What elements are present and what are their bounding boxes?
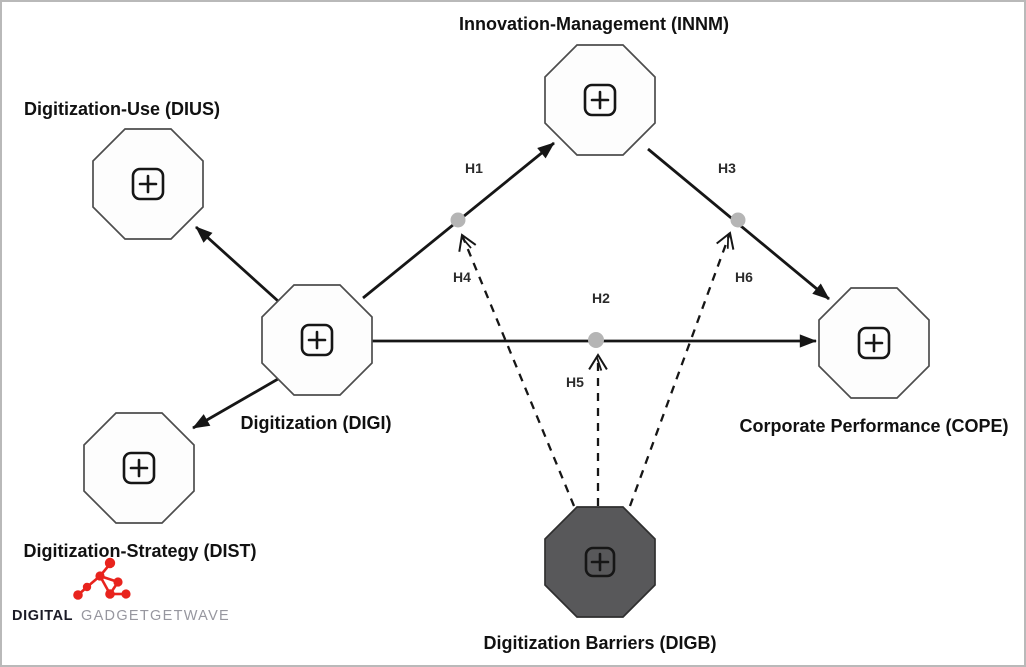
node-innm: Innovation-Management (INNM) — [459, 14, 729, 156]
plus-icon — [122, 451, 156, 485]
node-digb: Digitization Barriers (DIGB) — [483, 506, 717, 653]
moderation-dot-h5 — [588, 332, 604, 348]
hypothesis-label-h3: H3 — [718, 160, 736, 176]
moderation-dot-h6 — [730, 212, 746, 228]
edge-digb-moderation-h6 — [628, 231, 735, 507]
edge-digi-to-dius — [195, 225, 279, 303]
logo-network-icon — [73, 557, 131, 600]
hypothesis-label-h2: H2 — [592, 290, 610, 306]
edge-digb-moderation-h4 — [458, 233, 576, 507]
edge-digi-to-dist — [192, 377, 279, 430]
node-dius: Digitization-Use (DIUS) — [24, 99, 220, 240]
hypothesis-label-h6: H6 — [735, 269, 753, 285]
digb-label: Digitization Barriers (DIGB) — [483, 633, 716, 653]
hypothesis-label-h5: H5 — [566, 374, 584, 390]
hypothesis-label-h1: H1 — [465, 160, 483, 176]
moderation-dot-h4 — [450, 212, 466, 228]
cope-label: Corporate Performance (COPE) — [739, 416, 1008, 436]
logo-text-light: GADGETGETWAVE — [81, 608, 230, 624]
watermark-logo: DIGITAL GADGETGETWAVE — [12, 557, 230, 624]
logo-text-bold: DIGITAL — [12, 608, 73, 624]
node-dist: Digitization-Strategy (DIST) — [24, 412, 257, 561]
dius-label: Digitization-Use (DIUS) — [24, 99, 220, 119]
dist-label: Digitization-Strategy (DIST) — [24, 541, 257, 561]
digi-label: Digitization (DIGI) — [241, 413, 392, 433]
node-cope: Corporate Performance (COPE) — [739, 287, 1009, 436]
plus-icon — [131, 167, 165, 201]
plus-icon — [584, 546, 616, 578]
plus-icon — [583, 83, 617, 117]
hypothesis-label-h4: H4 — [453, 269, 471, 285]
plus-icon — [857, 326, 891, 360]
innm-label: Innovation-Management (INNM) — [459, 14, 729, 34]
node-digi: Digitization (DIGI) — [241, 284, 392, 433]
plus-icon — [300, 323, 334, 357]
